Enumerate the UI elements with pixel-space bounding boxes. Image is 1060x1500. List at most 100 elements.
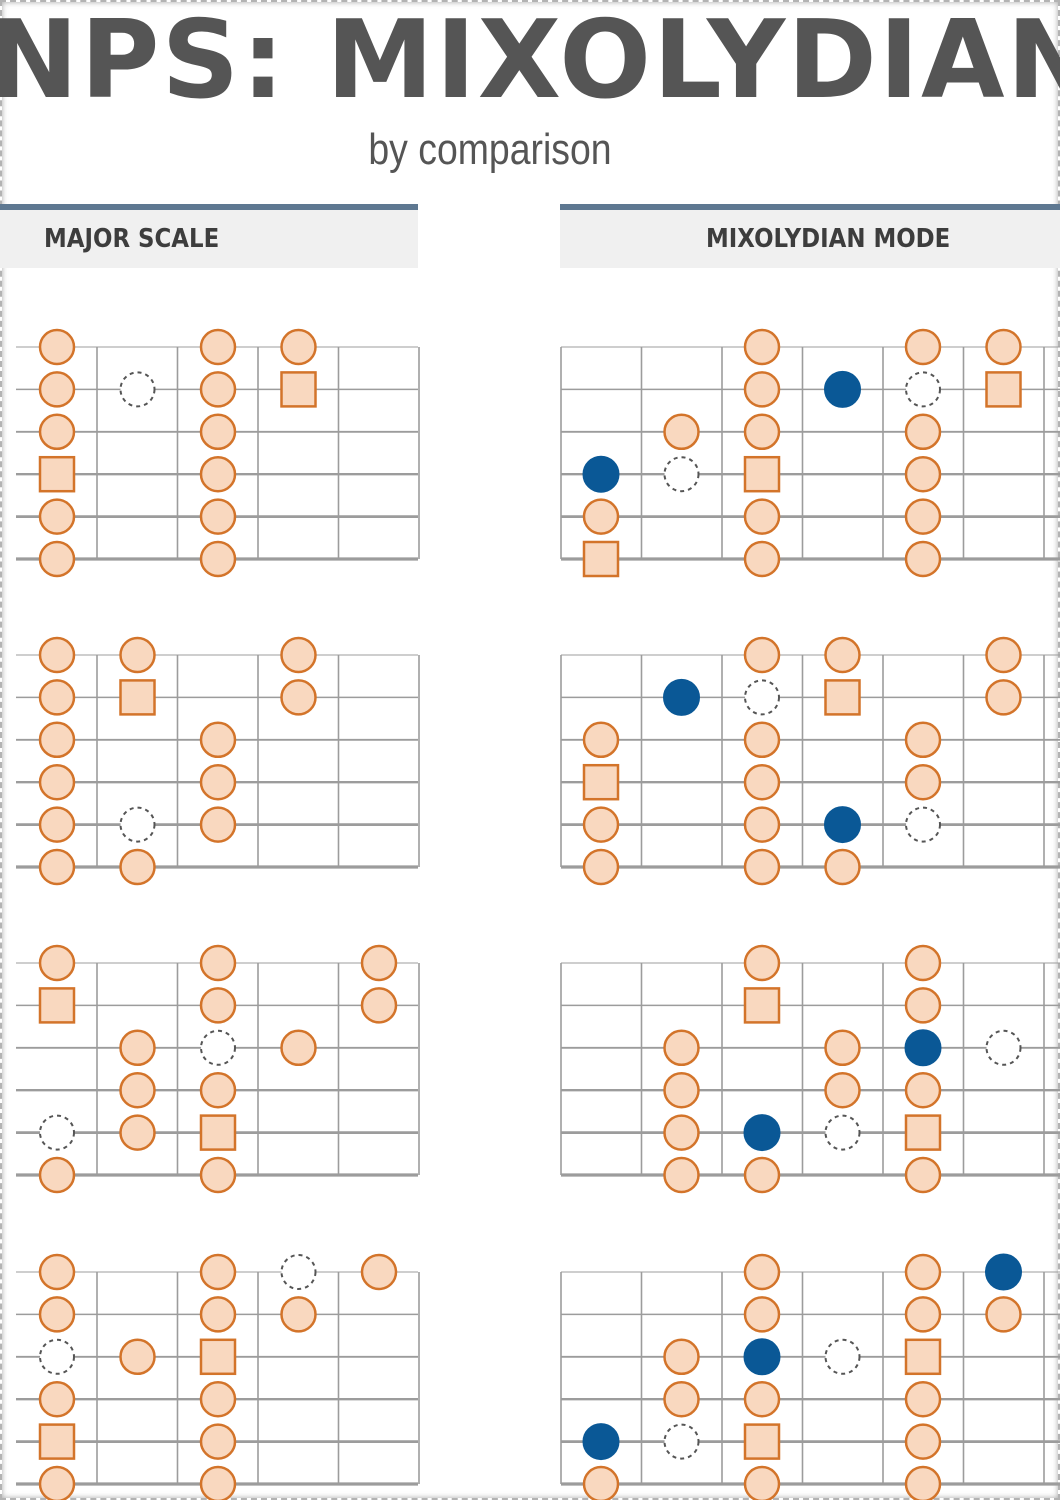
diagram-major-1-note-circle [199,540,237,578]
diagram-mixolydian-2-note-circle [582,806,620,843]
diagram-major-3-note-circle [199,1156,237,1194]
diagram-mixolydian-3-note-circle [743,1156,781,1194]
diagram-mixolydian-3-root-square [743,987,781,1024]
diagram-major-4-note-circle [38,1465,76,1500]
diagram-mixolydian-2-root-square [824,679,861,716]
diagram-mixolydian-2-root-square [582,763,620,801]
diagram-mixolydian-3-note-circle [663,1071,700,1109]
diagram-major-4-omitted-note [39,1338,75,1375]
diagram-mixolydian-4-note-circle [985,1296,1022,1333]
diagram-major-4-omitted-note [280,1254,317,1290]
diagram-mixolydian-4-omitted-note [663,1423,700,1460]
diagram-mixolydian-2-note-circle [904,721,942,759]
diagram-mixolydian-1-note-circle [743,498,781,535]
diagram-major-2-note-circle [280,636,317,674]
diagram-mixolydian-3-changed-note [904,1029,942,1067]
diagram-major-3-note-circle [360,987,398,1024]
diagram-mixolydian-4-note-circle [904,1465,942,1500]
diagram-major-2-note-circle [199,806,237,843]
diagram-major-3-note-circle [199,987,237,1024]
diagram-mixolydian-3-note-circle [824,1029,861,1067]
diagram-major-1-note-circle [38,371,76,408]
diagram-major-1-note-circle [38,413,76,451]
diagram-major-2-note-circle [280,679,317,716]
diagram-major-1-note-circle [38,498,76,535]
diagram-major-4-note-circle [199,1465,237,1500]
diagram-major-2-note-circle [38,721,76,759]
diagram-mixolydian-3-note-circle [824,1071,861,1109]
diagram-major-2-note-circle [119,636,156,674]
diagram-mixolydian-4-note-circle [743,1380,781,1418]
diagram-major-4-note-circle [199,1380,237,1418]
diagram-mixolydian-1-note-circle [743,371,781,408]
diagram-major-1-note-circle [199,413,237,451]
diagram-major-2-note-circle [38,636,76,674]
diagram-mixolydian-4-note-circle [904,1380,942,1418]
diagram-major-4-root-square [199,1338,237,1376]
diagram-mixolydian-4-note-circle [904,1253,942,1291]
diagram-mixolydian-3-note-circle [663,1029,700,1067]
diagram-mixolydian-1-note-circle [904,498,942,535]
diagram-mixolydian-2-changed-note [663,678,700,716]
section-label-major-scale: MAJOR SCALE [44,224,220,254]
diagram-mixolydian-3-note-circle [904,944,942,982]
diagram-mixolydian-4-note-circle [743,1253,781,1291]
diagram-mixolydian-3-note-circle [663,1156,700,1194]
diagram-mixolydian-4-note-circle [904,1296,942,1333]
diagram-major-1-note-circle [199,328,237,366]
diagram-mixolydian-3-note-circle [904,1071,942,1109]
diagram-mixolydian-2-note-circle [824,848,861,886]
diagram-mixolydian-1-changed-note [582,455,620,493]
diagram-mixolydian-1-root-square [743,455,781,493]
diagram-mixolydian-4-changed-note [582,1423,620,1461]
diagram-major-4-note-circle [119,1338,156,1376]
diagram-mixolydian-3-note-circle [904,987,942,1024]
diagram-major-2-note-circle [119,848,156,886]
diagram-major-3-note-circle [119,1071,156,1109]
diagram-major-1-note-circle [199,455,237,493]
diagram-mixolydian-4-note-circle [743,1465,781,1500]
diagram-mixolydian-4-note-circle [663,1338,700,1376]
diagram-major-2-root-square [119,679,156,716]
section-header-mixolydian-mode: MIXOLYDIAN MODE [560,204,1060,268]
diagram-mixolydian-2-note-circle [582,848,620,886]
diagram-mixolydian-4-note-circle [743,1296,781,1333]
diagram-mixolydian-3-note-circle [663,1114,700,1151]
diagram-major-4-root-square [38,1423,76,1460]
diagram-major-4-note-circle [360,1253,398,1291]
diagram-mixolydian-2-note-circle [743,806,781,843]
diagram-major-3-root-square [38,987,76,1024]
diagram-major-2-note-circle [38,848,76,886]
diagram-major-3-note-circle [38,944,76,982]
diagram-major-4-note-circle [280,1296,317,1333]
diagram-mixolydian-2-note-circle [985,679,1022,716]
diagram-mixolydian-3-root-square [904,1114,942,1151]
diagram-mixolydian-3-note-circle [904,1156,942,1194]
diagram-major-4-note-circle [38,1380,76,1418]
diagram-major-3-note-circle [199,1071,237,1109]
diagram-mixolydian-2-omitted-note [744,679,780,716]
diagram-mixolydian-1-note-circle [904,413,942,451]
diagram-major-4-note-circle [199,1253,237,1291]
diagram-mixolydian-1-root-square [582,540,620,578]
diagram-major-2-omitted-note [119,806,156,843]
diagram-mixolydian-1-changed-note [824,370,861,408]
diagram-major-4-note-circle [199,1296,237,1333]
diagram-major-4-note-circle [38,1296,76,1333]
diagram-major-3-note-circle [119,1114,156,1151]
page-title: NPS: MIXOLYDIAN [0,0,1060,123]
diagram-major-3-note-circle [199,944,237,982]
diagram-mixolydian-2-changed-note [824,806,861,844]
section-label-mixolydian-mode: MIXOLYDIAN MODE [706,224,951,254]
diagram-mixolydian-3-note-circle [743,944,781,982]
diagram-major-1-note-circle [280,328,317,366]
diagram-mixolydian-1-note-circle [582,498,620,535]
diagram-major-3-note-circle [280,1029,317,1067]
diagram-mixolydian-1-note-circle [743,413,781,451]
diagram-major-3-root-square [199,1114,237,1151]
diagram-major-3-note-circle [119,1029,156,1067]
diagram-major-1-root-square [38,455,76,493]
diagram-mixolydian-1-note-circle [663,413,700,451]
diagram-mixolydian-3-omitted-note [985,1029,1022,1066]
